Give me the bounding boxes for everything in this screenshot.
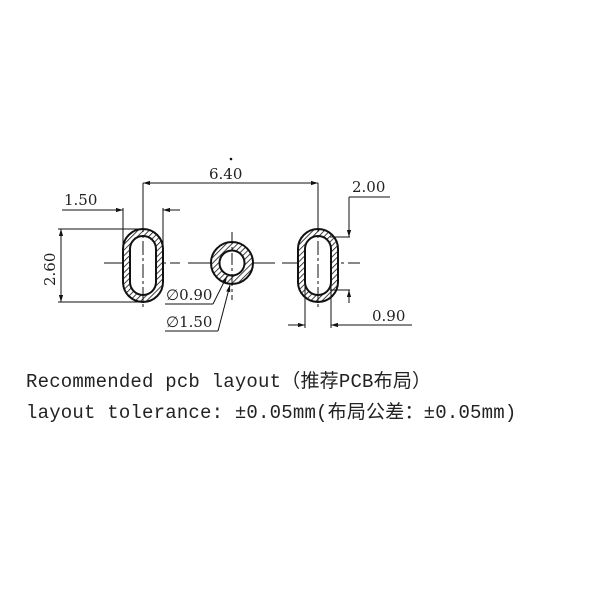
slot-straight-height-label: 2.00 — [352, 178, 385, 196]
slot-width-label: 1.50 — [64, 191, 97, 209]
right-slot-pad — [297, 218, 339, 310]
slot-width-dimension — [62, 207, 180, 263]
center-round-pad — [210, 232, 254, 300]
slot-height-dimension — [58, 228, 143, 303]
layout-tolerance-note: layout tolerance: ±0.05mm(布局公差：±0.05mm) — [26, 402, 517, 424]
hole-outer-diameter-label: ∅1.50 — [166, 313, 212, 331]
left-slot-pad — [122, 218, 164, 310]
slot-inner-width-label: 0.90 — [372, 307, 405, 325]
diameter-leaders — [165, 275, 231, 332]
slot-height-label: 2.60 — [41, 253, 59, 286]
hole-inner-diameter-label: ∅0.90 — [166, 286, 212, 304]
pitch-dimension — [142, 157, 319, 229]
slot-straight-height-dimension — [330, 196, 390, 303]
pitch-label: 6.40 — [209, 165, 242, 183]
slot-inner-width-dimension — [288, 270, 412, 328]
layout-title-note: Recommended pcb layout（推荐PCB布局） — [26, 371, 432, 393]
